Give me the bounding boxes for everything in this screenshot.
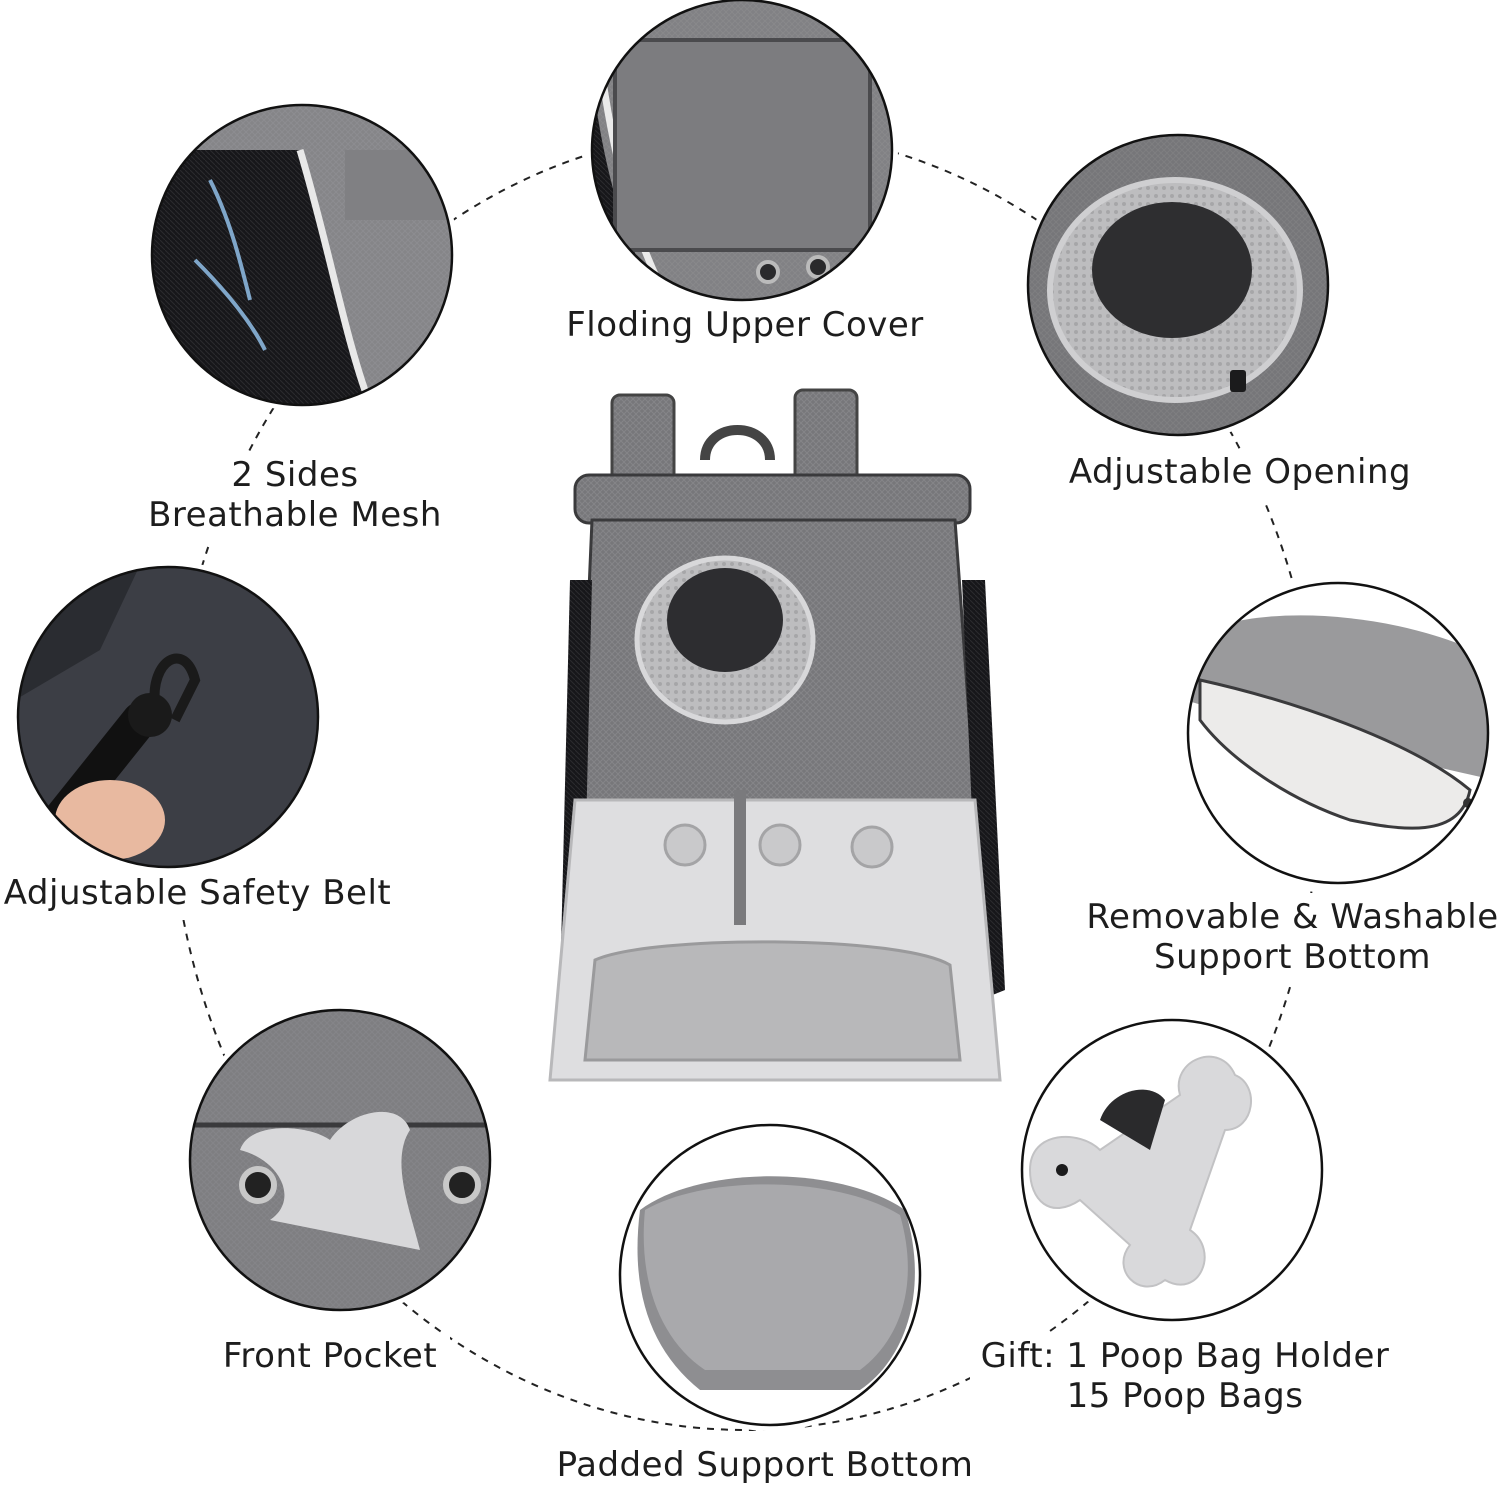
detail-gift-circle	[1022, 1020, 1322, 1320]
label-support-bottom: Removable & Washable Support Bottom	[1085, 897, 1500, 977]
label-mesh: 2 Sides Breathable Mesh	[140, 455, 450, 535]
label-padded-bottom-text: Padded Support Bottom	[556, 1445, 974, 1485]
detail-padded-circle	[620, 1125, 920, 1425]
label-front-pocket-text: Front Pocket	[222, 1336, 438, 1376]
detail-mesh-circle	[152, 105, 452, 405]
label-gift-line1: Gift: 1 Poop Bag Holder	[980, 1336, 1390, 1376]
label-gift: Gift: 1 Poop Bag Holder 15 Poop Bags	[970, 1336, 1400, 1416]
label-front-pocket: Front Pocket	[210, 1336, 450, 1376]
label-support-line1: Removable & Washable	[1086, 897, 1499, 937]
label-upper-cover-text: Floding Upper Cover	[566, 305, 924, 345]
label-support-line2: Support Bottom	[1154, 937, 1431, 977]
label-mesh-line1: 2 Sides	[231, 455, 359, 495]
backpack-illustration	[548, 388, 1005, 1082]
label-opening-text: Adjustable Opening	[1068, 452, 1412, 492]
label-mesh-line2: Breathable Mesh	[148, 495, 442, 535]
label-safety-belt: Adjustable Safety Belt	[0, 873, 395, 913]
detail-opening-circle	[1028, 135, 1328, 435]
label-padded-bottom: Padded Support Bottom	[550, 1445, 980, 1485]
label-safety-belt-text: Adjustable Safety Belt	[3, 873, 392, 913]
label-opening: Adjustable Opening	[1060, 452, 1420, 492]
label-gift-line2: 15 Poop Bags	[1066, 1376, 1304, 1416]
label-upper-cover: Floding Upper Cover	[555, 305, 935, 345]
detail-pocket-circle	[190, 1010, 490, 1310]
detail-support-circle	[1188, 583, 1488, 883]
